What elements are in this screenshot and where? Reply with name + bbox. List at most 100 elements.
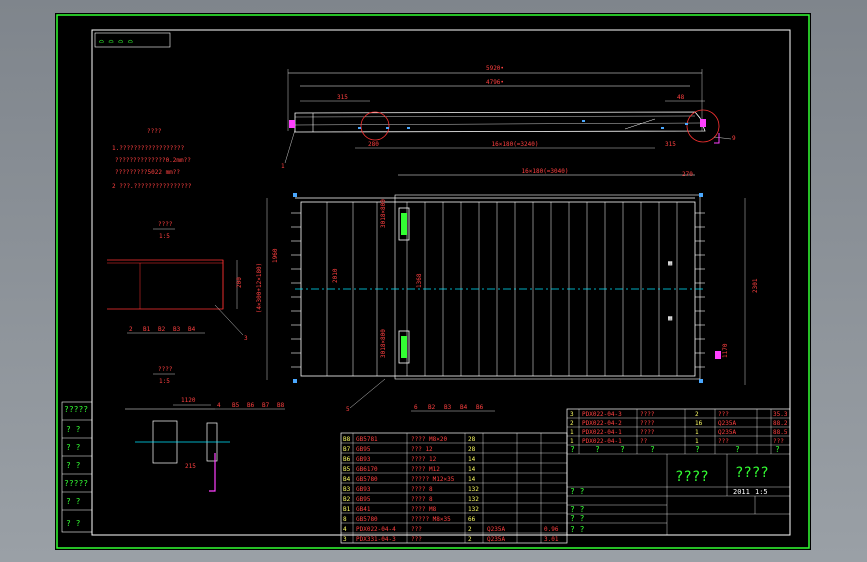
pl-r11-mass: 3.01 <box>544 536 559 543</box>
left-stamp: ????? ? ? ? ? ? ? ????? ? ? ? ? <box>61 401 93 533</box>
tb-sign-1: ? ? <box>570 487 585 496</box>
pl-r7-name: ???? 8 <box>411 496 433 503</box>
tb-r3-code: PDX022-04-1 <box>582 429 622 436</box>
dim-1960: 1960 <box>272 248 279 263</box>
tb-sign-3: ? ? <box>570 514 585 523</box>
tb-r1-code: PDX022-04-3 <box>582 411 622 418</box>
plan-callout-4: B4 <box>460 404 468 411</box>
note-line-1: 1.?????????????????? <box>112 145 185 152</box>
pl-r11-qty: 2 <box>468 536 472 543</box>
pl-r4-qty: 14 <box>468 466 476 473</box>
tb-header-5: ? <box>695 445 700 454</box>
plan-callout-3: B3 <box>444 404 452 411</box>
tb-r3-qty: 1 <box>695 429 699 436</box>
hatch-mark-2: ▦ <box>668 314 673 322</box>
stamp-2: ? ? <box>66 425 81 434</box>
pl-r5-name: ????? M12×35 <box>411 476 455 483</box>
tb-r2-mat: Q235A <box>718 420 736 427</box>
pl-r5-no: B4 <box>343 476 351 483</box>
secA-callout-5: B4 <box>188 326 196 333</box>
pl-r6-qty: 132 <box>468 486 479 493</box>
note-line-2: ??????????????0.2mm?? <box>115 157 191 164</box>
section-b: ???? 1:5 1120 215 4 B5 B6 B7 B8 <box>125 366 285 492</box>
section-a: ???? 1:5 200 2 B1 B2 B3 B4 3 <box>107 221 248 342</box>
pl-r10-mass: 0.96 <box>544 526 559 533</box>
pl-r2-qty: 28 <box>468 446 476 453</box>
section-a-title: ???? <box>158 221 173 228</box>
tb-header-6: ? <box>735 445 740 454</box>
tb-main-title: ???? <box>675 469 709 485</box>
tb-r1-qty: 2 <box>695 411 699 418</box>
pl-r10-qty: 2 <box>468 526 472 533</box>
tb-r4-name: ?? <box>640 438 648 445</box>
pl-r9-no: 8 <box>343 516 347 523</box>
tb-r2-code: PDX022-04-2 <box>582 420 622 427</box>
pl-r3-qty: 14 <box>468 456 476 463</box>
tb-r1-mass: 35.3 <box>773 411 788 418</box>
inner-border <box>91 29 791 536</box>
drawing-canvas: ⌓ ⌓ ⌓ ⌓ ???? 1.?????????????????? ??????… <box>56 14 810 549</box>
secA-callout-2: B1 <box>143 326 151 333</box>
dim-215: 215 <box>185 463 196 470</box>
pl-r1-no: B8 <box>343 436 351 443</box>
note-line-4: 2 ???.???????????????? <box>112 183 192 190</box>
parts-list: B8 GB5781 ???? M8×20 28 B7 GB95 ??? 12 2… <box>340 432 568 544</box>
notes-title: ???? <box>147 128 162 135</box>
pl-r5-code: GB5780 <box>356 476 378 483</box>
dim-plan-span: 16×180(=3040) <box>522 168 569 175</box>
dim-280: 280 <box>368 141 379 148</box>
title-block: 3 PDX022-04-3 ???? 2 ??? 35.3 2 PDX022-0… <box>566 408 791 536</box>
tb-r2-no: 2 <box>570 420 574 427</box>
dim-1120: 1120 <box>181 397 196 404</box>
dim-2010: 2010 <box>332 268 339 283</box>
tb-r4-mass: ??? <box>773 438 784 445</box>
dim-left-315: 315 <box>337 94 348 101</box>
tb-r3-no: 1 <box>570 429 574 436</box>
stamp-6: ? ? <box>66 497 81 506</box>
dim-3018-a: 3018×800 <box>380 199 387 228</box>
elevation-view: 5920• 4796• 315 48 <box>281 65 736 170</box>
callout-1: 1 <box>281 163 285 170</box>
tb-sign-4: ? ? <box>570 525 585 534</box>
pl-r8-qty: 132 <box>468 506 479 513</box>
pl-r6-code: GB93 <box>356 486 371 493</box>
pl-r10-no: 4 <box>343 526 347 533</box>
tb-header-7: ? <box>775 445 780 454</box>
tb-r4-qty: 1 <box>695 438 699 445</box>
pl-r3-name: ???? 12 <box>411 456 437 463</box>
dim-270: 270 <box>682 171 693 178</box>
pl-r7-qty: 132 <box>468 496 479 503</box>
pl-r10-code: PDX022-04-4 <box>356 526 396 533</box>
tb-header-2: ? <box>595 445 600 454</box>
tb-sub-title: ???? <box>735 465 769 481</box>
tb-r1-mat: ??? <box>718 411 729 418</box>
secA-callout-4: B3 <box>173 326 181 333</box>
secB-callout-5: B8 <box>277 402 285 409</box>
dim-1368: 1368 <box>416 273 423 288</box>
pl-r9-code: GB5780 <box>356 516 378 523</box>
tb-header-4: ? <box>650 445 655 454</box>
section-a-scale: 1:5 <box>159 233 170 240</box>
pl-r11-mat: Q235A <box>487 536 505 543</box>
pl-r1-code: GB5781 <box>356 436 378 443</box>
pl-r11-name: ??? <box>411 536 422 543</box>
pl-r9-name: ????? M8×35 <box>411 516 451 523</box>
secB-callout-3: B6 <box>247 402 255 409</box>
pl-r3-no: B6 <box>343 456 351 463</box>
pl-r8-no: B1 <box>343 506 351 513</box>
stamp-7: ? ? <box>66 519 81 528</box>
drawing-sheet[interactable]: ⌓ ⌓ ⌓ ⌓ ???? 1.?????????????????? ??????… <box>55 13 811 550</box>
tb-r1-name: ???? <box>640 411 655 418</box>
pl-r6-name: ???? 8 <box>411 486 433 493</box>
pl-r10-name: ??? <box>411 526 422 533</box>
tb-r3-name: ???? <box>640 429 655 436</box>
pl-r8-code: GB41 <box>356 506 371 513</box>
tb-r4-no: 1 <box>570 438 574 445</box>
tb-r4-code: PDX022-04-1 <box>582 438 622 445</box>
pl-r1-name: ???? M8×20 <box>411 436 448 443</box>
dim-overall: 5920• <box>486 65 504 72</box>
callout-9: 9 <box>732 135 736 142</box>
secA-callout-3-right: 3 <box>244 335 248 342</box>
tb-r4-mat: ??? <box>718 438 729 445</box>
